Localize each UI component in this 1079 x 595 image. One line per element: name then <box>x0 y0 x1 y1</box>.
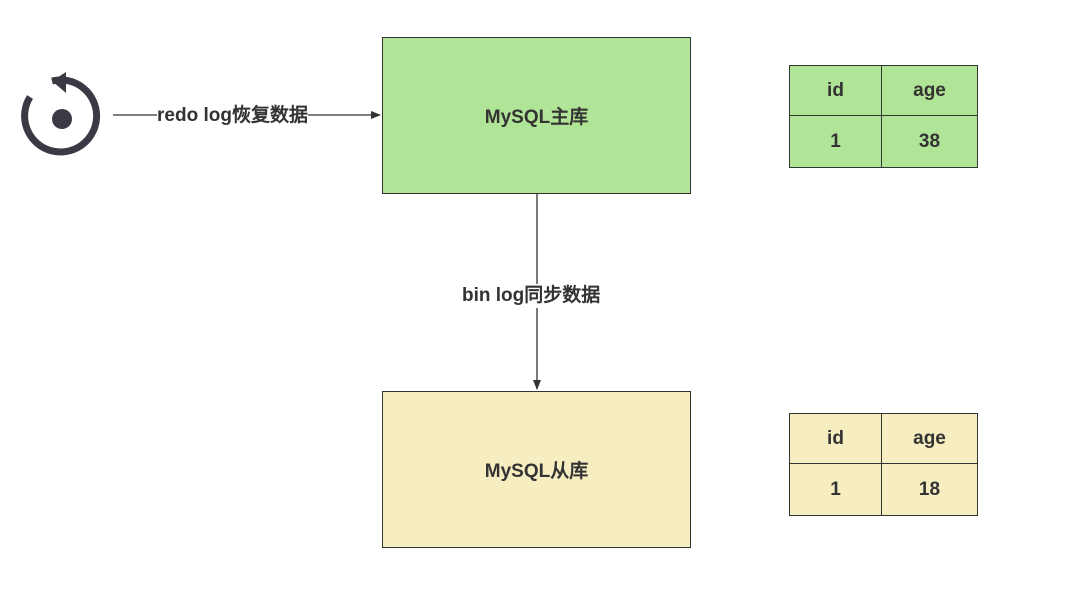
bin-log-label: bin log同步数据 <box>462 284 601 308</box>
table-cell: 1 <box>789 463 882 516</box>
restore-icon <box>21 72 101 156</box>
table-header-cell: age <box>881 65 978 116</box>
table-header-row: id age <box>789 413 978 464</box>
table-row: 1 18 <box>789 463 978 516</box>
redo-log-label: redo log恢复数据 <box>157 104 308 128</box>
mysql-master-node: MySQL主库 <box>382 37 691 194</box>
slave-data-table: id age 1 18 <box>789 413 978 516</box>
table-cell: 1 <box>789 115 882 168</box>
table-header-cell: age <box>881 413 978 464</box>
table-cell: 38 <box>881 115 978 168</box>
table-header-cell: id <box>789 65 882 116</box>
mysql-slave-node: MySQL从库 <box>382 391 691 548</box>
table-header-cell: id <box>789 413 882 464</box>
mysql-slave-label: MySQL从库 <box>484 461 589 482</box>
table-row: 1 38 <box>789 115 978 168</box>
table-cell: 18 <box>881 463 978 516</box>
mysql-master-label: MySQL主库 <box>484 107 589 128</box>
table-header-row: id age <box>789 65 978 116</box>
master-data-table: id age 1 38 <box>789 65 978 168</box>
